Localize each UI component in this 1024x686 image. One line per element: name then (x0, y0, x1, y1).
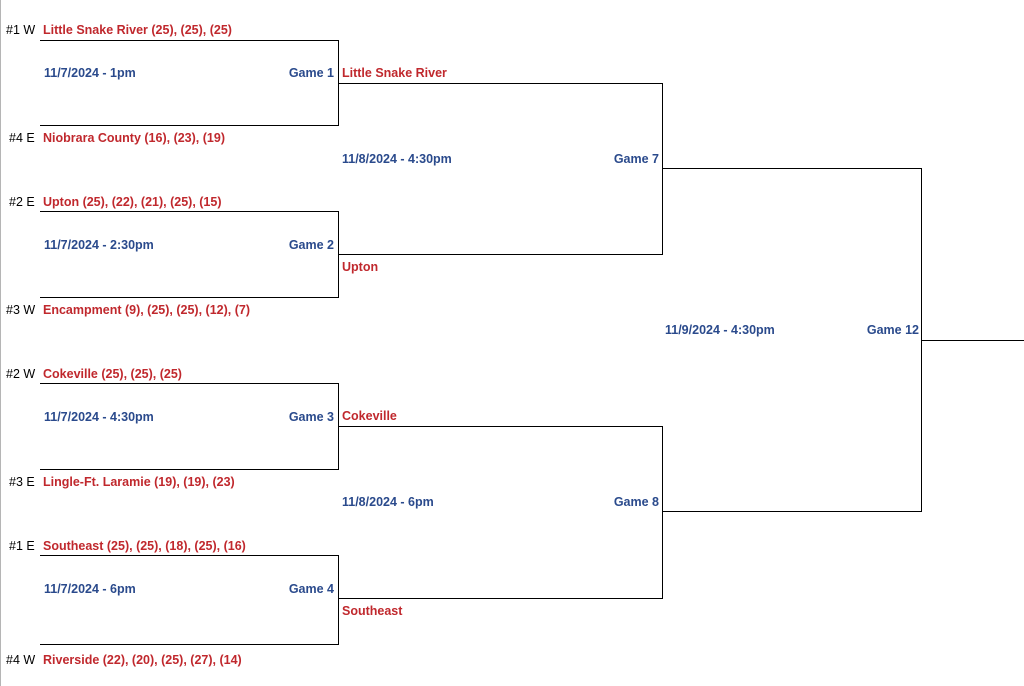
team-entry: Little Snake River (25), (25), (25) (43, 23, 232, 37)
bracket-line (662, 511, 922, 512)
game-label: Game 8 (613, 495, 659, 509)
seed-label: #4 E (9, 131, 35, 145)
team-entry: Encampment (9), (25), (25), (12), (7) (43, 303, 250, 317)
bracket-line (662, 83, 663, 255)
team-entry: Upton (25), (22), (21), (25), (15) (43, 195, 222, 209)
bracket-line (338, 83, 663, 84)
game-date: 11/7/2024 - 4:30pm (44, 410, 154, 424)
team-entry: Cokeville (25), (25), (25) (43, 367, 182, 381)
advancing-team: Upton (342, 260, 379, 274)
seed-label: #2 E (9, 195, 35, 209)
team-entry: Niobrara County (16), (23), (19) (43, 131, 225, 145)
advancing-team: Little Snake River (342, 66, 447, 80)
team-entry: Lingle-Ft. Laramie (19), (19), (23) (43, 475, 235, 489)
team-entry: Riverside (22), (20), (25), (27), (14) (43, 653, 242, 667)
game-date: 11/7/2024 - 6pm (44, 582, 136, 596)
bracket-line (921, 340, 1024, 341)
bracket-line (40, 469, 339, 470)
game-label: Game 1 (288, 66, 334, 80)
game-date: 11/7/2024 - 1pm (44, 66, 136, 80)
seed-label: #2 W (6, 367, 36, 381)
bracket-line (338, 598, 663, 599)
bracket-line (40, 211, 339, 212)
game-label: Game 12 (866, 323, 919, 337)
game-date: 11/7/2024 - 2:30pm (44, 238, 154, 252)
game-label: Game 2 (288, 238, 334, 252)
game-date: 11/8/2024 - 4:30pm (342, 152, 452, 166)
bracket-line (40, 644, 339, 645)
seed-label: #4 W (6, 653, 36, 667)
advancing-team: Southeast (342, 604, 403, 618)
game-label: Game 7 (613, 152, 659, 166)
seed-label: #3 E (9, 475, 35, 489)
seed-label: #1 W (6, 23, 36, 37)
team-entry: Southeast (25), (25), (18), (25), (16) (43, 539, 246, 553)
page-left-border (0, 0, 1, 686)
bracket-line (40, 297, 339, 298)
seed-label: #1 E (9, 539, 35, 553)
game-label: Game 3 (288, 410, 334, 424)
bracket-line (662, 168, 922, 169)
bracket-line (662, 426, 663, 599)
bracket-line (338, 555, 339, 645)
seed-label: #3 W (6, 303, 36, 317)
game-label: Game 4 (288, 582, 334, 596)
bracket-line (40, 555, 339, 556)
bracket-line (40, 40, 339, 41)
bracket-line (40, 125, 339, 126)
advancing-team: Cokeville (342, 409, 397, 423)
bracket-line (338, 254, 663, 255)
game-date: 11/8/2024 - 6pm (342, 495, 434, 509)
game-date: 11/9/2024 - 4:30pm (665, 323, 775, 337)
bracket-line (40, 383, 339, 384)
bracket-line (338, 426, 663, 427)
